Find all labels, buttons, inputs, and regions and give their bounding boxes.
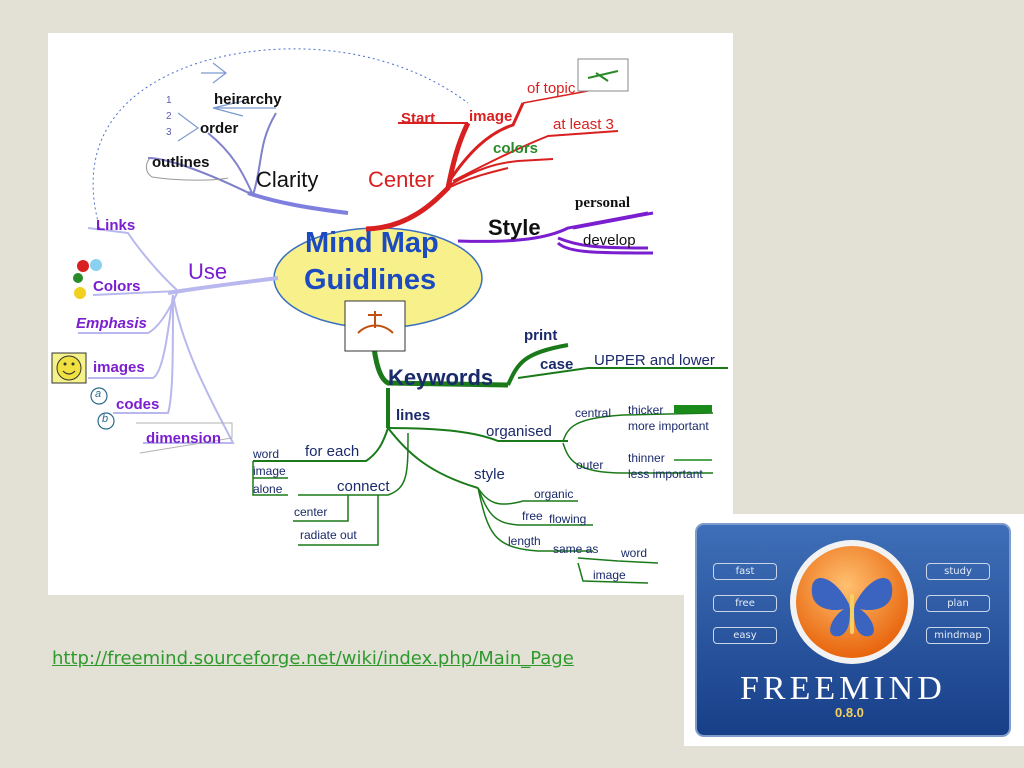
- node-at-least-3: at least 3: [553, 116, 614, 133]
- node-outer: outer: [576, 458, 604, 472]
- node-flowing: flowing: [549, 512, 587, 526]
- node-connect: connect: [337, 478, 390, 495]
- node-free: free: [522, 509, 543, 523]
- node-colors: colors: [493, 140, 539, 157]
- node-word-same: word: [621, 546, 648, 560]
- node-more-important: more important: [628, 419, 709, 433]
- node-codes: codes: [116, 396, 160, 413]
- node-emphasis: Emphasis: [76, 315, 147, 332]
- logo-pill-easy: easy: [713, 627, 777, 644]
- node-central: central: [575, 406, 612, 420]
- node-dimension: dimension: [146, 430, 222, 447]
- node-start: Start: [401, 110, 436, 127]
- node-less-important: less important: [628, 467, 703, 481]
- node-thinner: thinner: [628, 451, 665, 465]
- branch-style: Style: [488, 215, 541, 240]
- logo-pill-mindmap: mindmap: [926, 627, 990, 644]
- node-develop: develop: [583, 232, 636, 249]
- node-upper-lower: UPPER and lower: [594, 352, 715, 369]
- center-title-line2: Guidlines: [304, 264, 437, 296]
- node-lines: lines: [396, 407, 431, 424]
- branch-center: Center: [368, 167, 435, 192]
- node-case: case: [540, 356, 574, 373]
- node-colors-use: Colors: [93, 278, 141, 295]
- node-alone: alone: [253, 482, 283, 496]
- node-outlines: outlines: [152, 154, 210, 171]
- node-thicker: thicker: [628, 403, 664, 417]
- branch-clarity: Clarity: [256, 167, 319, 192]
- node-style-lines: style: [474, 466, 505, 483]
- code-a: a: [95, 388, 102, 400]
- code-b: b: [102, 413, 109, 425]
- node-length: length: [508, 534, 541, 548]
- order-num-1: 1: [166, 95, 172, 106]
- node-word: word: [253, 447, 280, 461]
- order-num-2: 2: [166, 111, 172, 122]
- node-radiate-out: radiate out: [300, 528, 357, 542]
- node-order: order: [200, 120, 239, 137]
- node-organised: organised: [486, 423, 552, 440]
- mind-map-diagram: Mind Map Guidlines Clarity heirarchy ord…: [48, 33, 733, 595]
- node-organic: organic: [534, 487, 574, 501]
- node-heirarchy: heirarchy: [214, 91, 282, 108]
- logo-pill-free: free: [713, 595, 777, 612]
- node-center-connect: center: [294, 505, 328, 519]
- logo-version: 0.8.0: [835, 705, 864, 720]
- node-for-each: for each: [305, 443, 360, 460]
- node-images: images: [93, 359, 145, 376]
- freemind-logo: fast free easy study plan mindmap FREEMI…: [684, 514, 1024, 746]
- center-title-line1: Mind Map: [305, 227, 439, 259]
- node-image: image: [469, 108, 513, 125]
- node-image-alone: image: [253, 464, 286, 478]
- logo-pill-study: study: [926, 563, 990, 580]
- logo-pill-plan: plan: [926, 595, 990, 612]
- logo-brand-text: FREEMIND: [740, 670, 946, 707]
- mind-map-connectors: [51, 48, 728, 584]
- branch-keywords: Keywords: [388, 365, 494, 390]
- node-same-as: same as: [553, 542, 599, 556]
- node-print: print: [524, 327, 558, 344]
- logo-pill-fast: fast: [713, 563, 777, 580]
- order-num-3: 3: [166, 127, 172, 138]
- node-personal: personal: [575, 195, 631, 211]
- node-of-topic: of topic: [527, 80, 576, 97]
- node-links: Links: [96, 217, 136, 234]
- freemind-wiki-link[interactable]: http://freemind.sourceforge.net/wiki/ind…: [52, 648, 574, 669]
- node-image-same: image: [593, 568, 626, 582]
- branch-use: Use: [188, 259, 228, 284]
